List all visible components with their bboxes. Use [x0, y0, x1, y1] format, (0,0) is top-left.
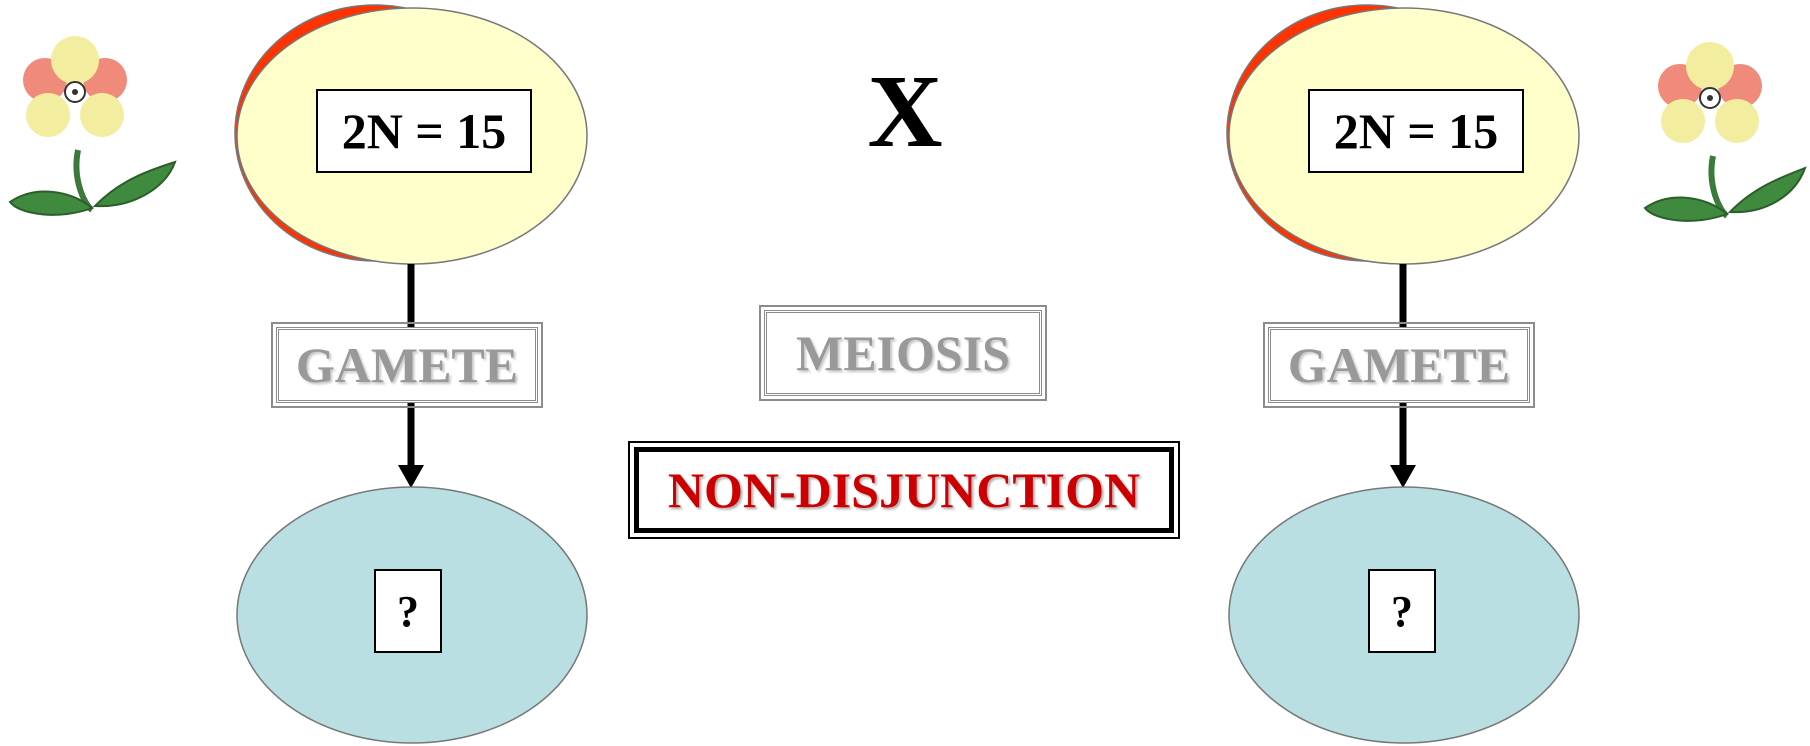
- left-offspring-label: ?: [374, 569, 442, 653]
- nondisjunction-label: NON-DISJUNCTION: [628, 441, 1180, 539]
- cross-symbol: X: [867, 53, 943, 169]
- flower-icon: [8, 36, 177, 216]
- left-chromosome-label: 2N = 15: [316, 89, 532, 173]
- right-offspring-label: ?: [1368, 569, 1436, 653]
- meiosis-label: MEIOSIS: [759, 305, 1047, 401]
- flower-icon: [1643, 42, 1807, 222]
- left-gamete-label: GAMETE: [271, 322, 543, 408]
- right-chromosome-label: 2N = 15: [1308, 89, 1524, 173]
- right-gamete-label: GAMETE: [1263, 322, 1535, 408]
- left-arrowhead: [398, 465, 424, 488]
- right-arrowhead: [1390, 465, 1416, 488]
